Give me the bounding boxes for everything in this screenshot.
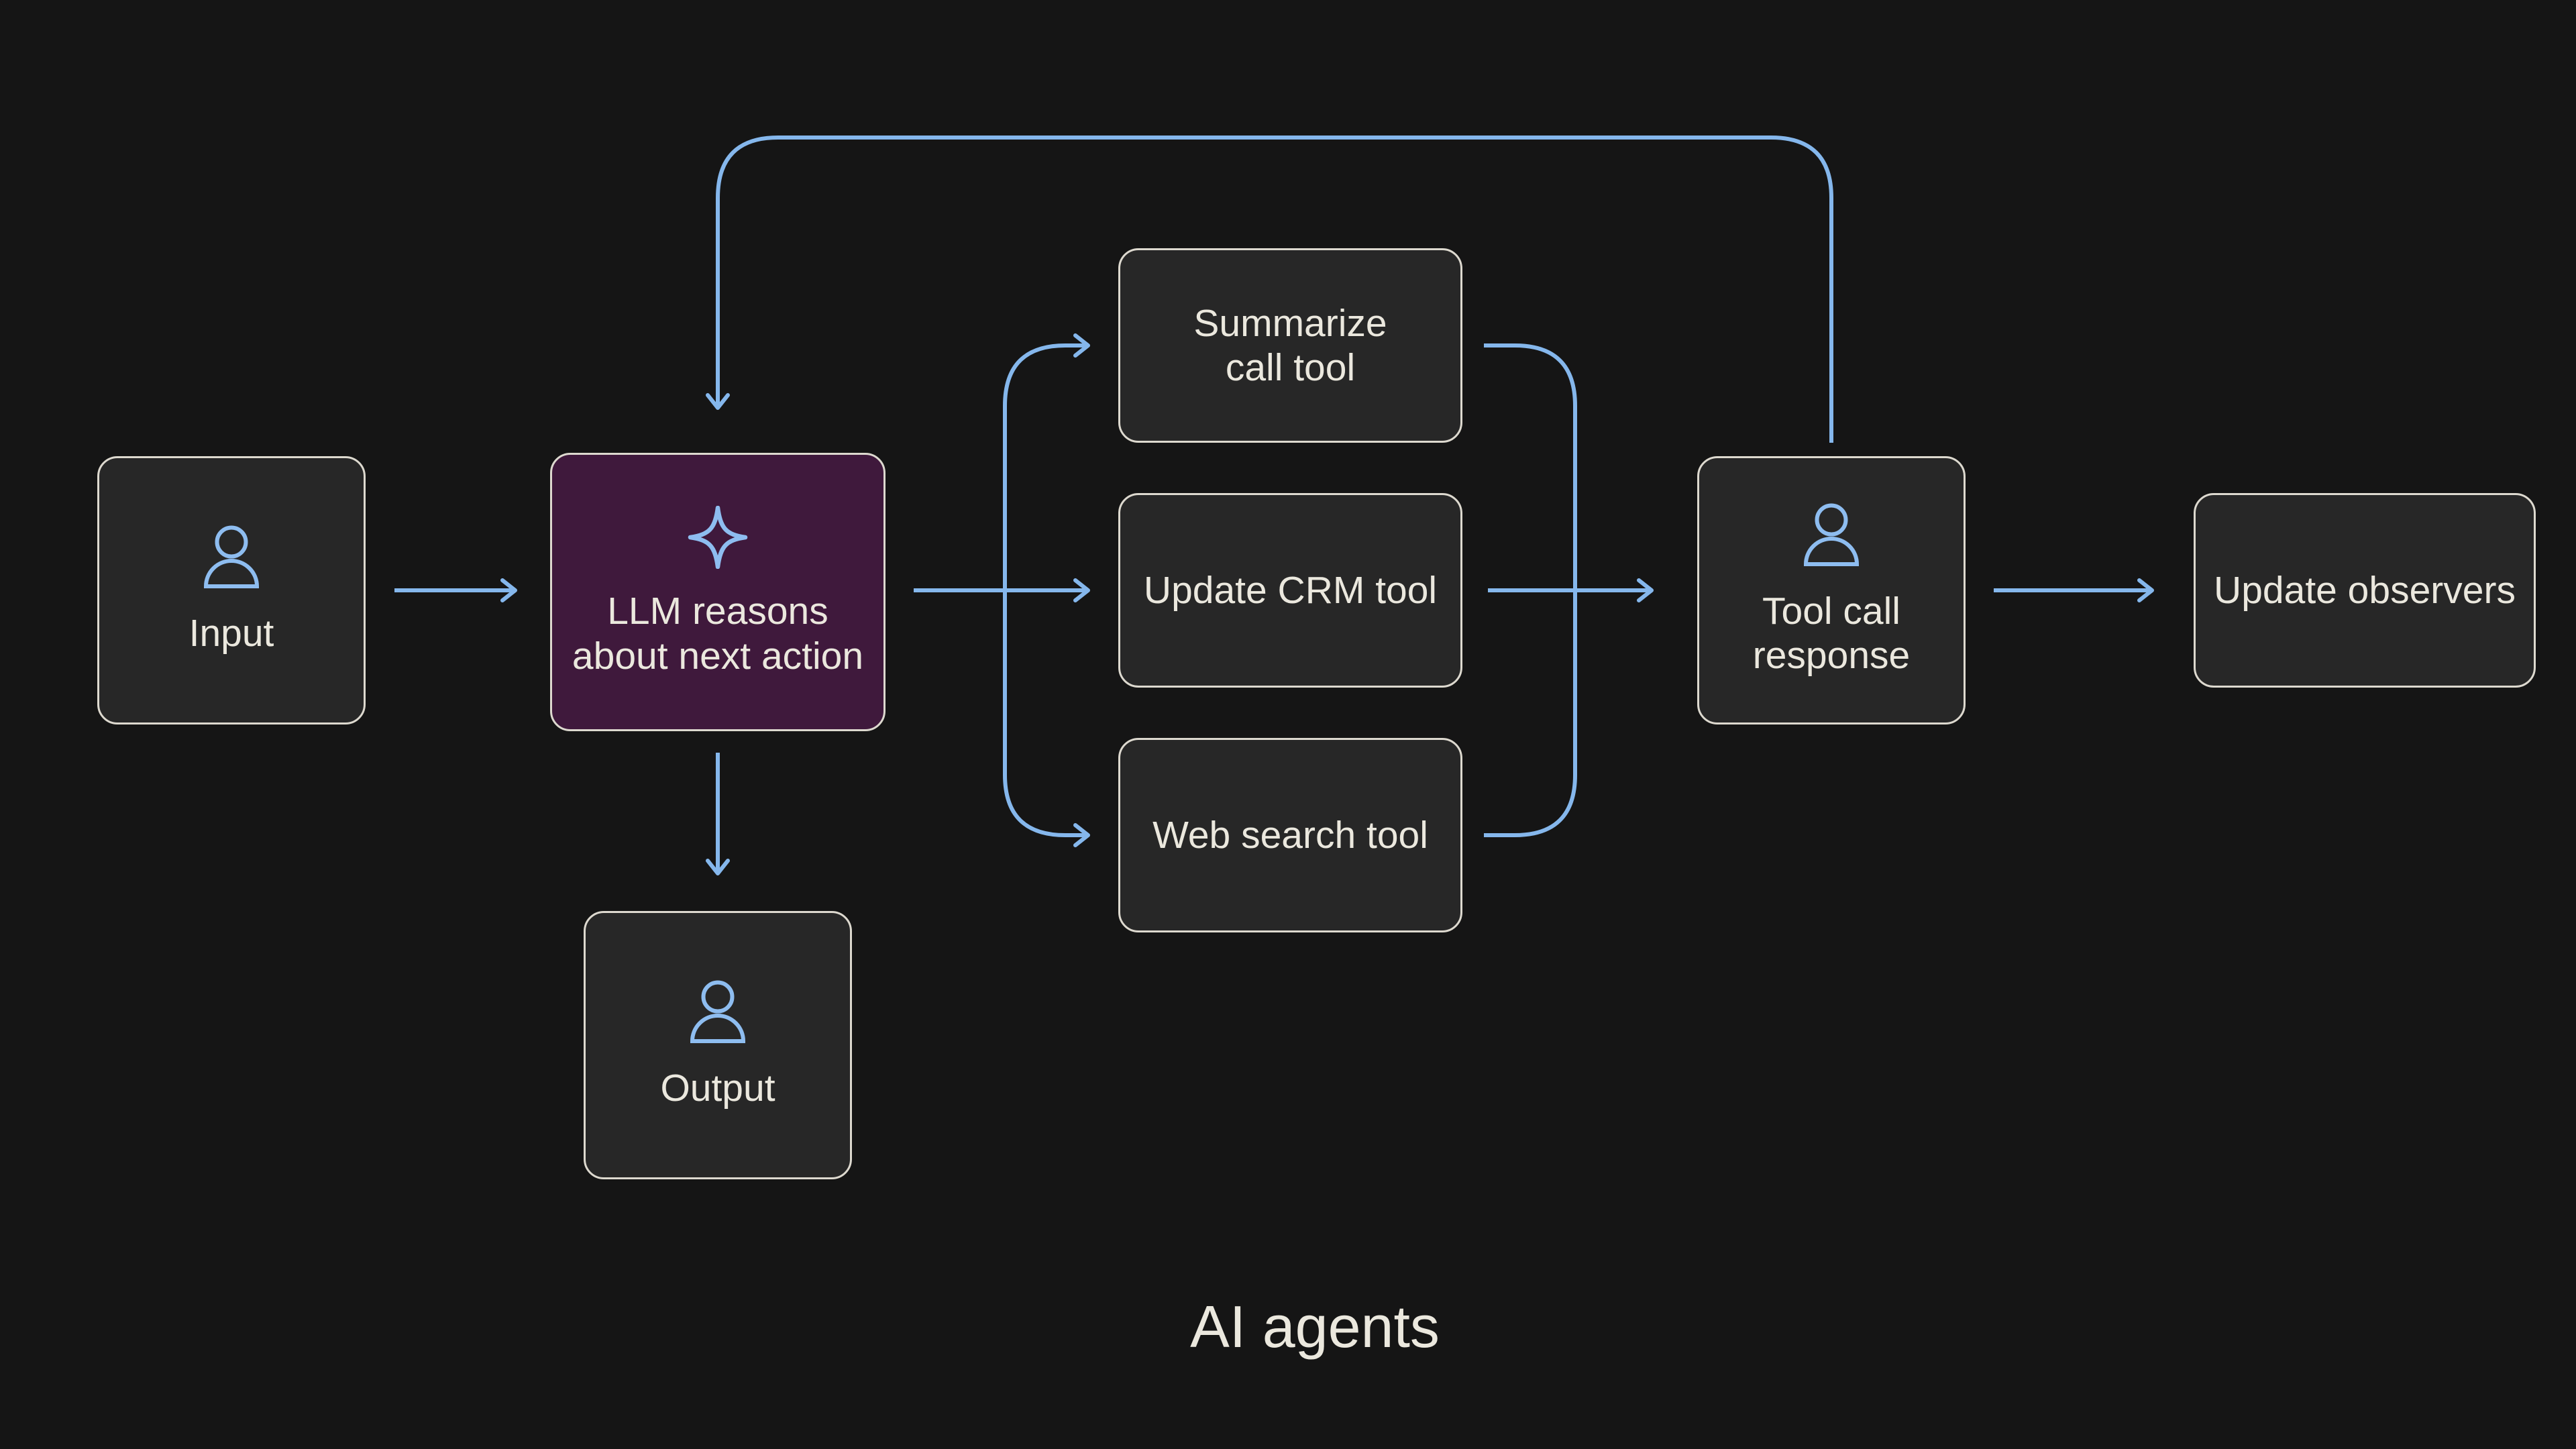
node-observers-label: Update observers — [2214, 568, 2516, 612]
node-input: Input — [97, 456, 366, 724]
diagram-title: AI agents — [1190, 1293, 1440, 1360]
node-crm-label: Update CRM tool — [1143, 568, 1438, 612]
node-websearch-label: Web search tool — [1152, 813, 1428, 857]
edge-llm-to-websearch — [1003, 590, 1090, 847]
edge-websearch-to-merge — [1484, 588, 1577, 837]
person-icon — [203, 525, 260, 591]
person-icon — [689, 980, 747, 1046]
person-icon — [1803, 503, 1860, 569]
edge-summarize-to-merge — [1484, 343, 1577, 592]
node-web-search-tool: Web search tool — [1118, 738, 1462, 932]
node-output: Output — [584, 911, 852, 1179]
sparkle-icon — [688, 506, 748, 570]
node-update-observers: Update observers — [2194, 493, 2536, 688]
edge-response-to-llm-loop — [706, 136, 1833, 443]
node-output-label: Output — [660, 1066, 775, 1110]
node-update-crm-tool: Update CRM tool — [1118, 493, 1462, 688]
edge-llm-to-summarize — [1003, 333, 1090, 590]
node-input-label: Input — [189, 611, 274, 655]
